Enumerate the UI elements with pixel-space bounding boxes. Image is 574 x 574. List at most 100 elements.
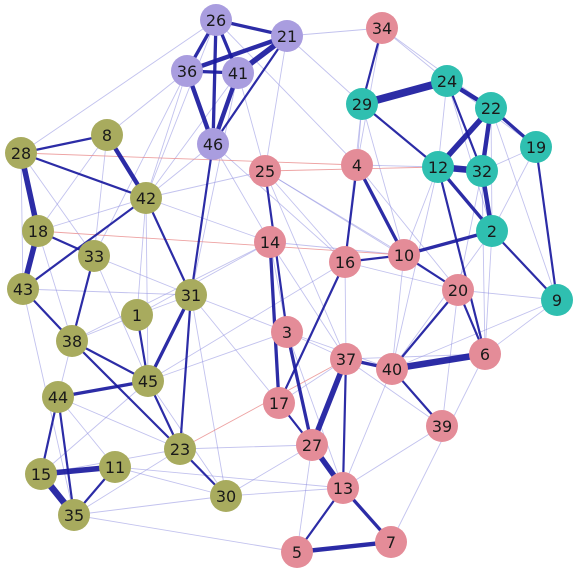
edge-37-13	[341, 357, 348, 490]
edge-15-45	[40, 380, 149, 475]
node-circle	[56, 325, 88, 357]
edge-11-30	[114, 466, 227, 497]
node-circle	[200, 4, 232, 36]
edge-35-23	[73, 448, 181, 516]
node-label: 42	[136, 189, 156, 208]
node-circle	[91, 119, 123, 151]
edge-35-30	[73, 495, 227, 516]
node-30: 30	[210, 480, 242, 512]
node-circle	[130, 182, 162, 214]
node-label: 26	[206, 11, 226, 30]
node-circle	[25, 458, 57, 490]
edge-31-23	[178, 293, 193, 451]
node-23: 23	[164, 433, 196, 465]
node-1: 1	[121, 299, 153, 331]
node-label: 17	[269, 394, 289, 413]
edge-43-31	[22, 288, 192, 296]
edge-26-28	[20, 19, 217, 154]
node-label: 20	[448, 281, 468, 300]
node-label: 25	[255, 162, 275, 181]
edge-45-3	[147, 331, 288, 382]
edge-35-5	[73, 514, 298, 553]
edge-21-29	[286, 35, 363, 105]
edge-28-43	[20, 152, 24, 290]
node-circle	[476, 215, 508, 247]
edge-45-16	[147, 261, 346, 382]
edge-29-10	[361, 103, 405, 256]
node-circle	[222, 57, 254, 89]
node-label: 14	[260, 233, 280, 252]
edge-21-46	[211, 34, 289, 146]
node-44: 44	[42, 381, 74, 413]
node-label: 15	[31, 465, 51, 484]
node-label: 9	[552, 291, 562, 310]
node-circle	[164, 433, 196, 465]
node-circle	[263, 387, 295, 419]
node-label: 28	[11, 144, 31, 163]
edge-30-27	[225, 444, 313, 497]
node-circle	[132, 365, 164, 397]
edge-42-45	[145, 197, 149, 382]
node-circle	[42, 381, 74, 413]
edge-36-42	[145, 70, 188, 199]
edge-16-37	[344, 261, 347, 360]
node-label: 35	[64, 506, 84, 525]
node-9: 9	[541, 284, 573, 316]
node-label: 23	[170, 440, 190, 459]
edge-41-31	[190, 72, 239, 296]
edge-42-1	[136, 197, 147, 316]
node-label: 31	[181, 286, 201, 305]
node-label: 44	[48, 388, 68, 407]
node-36: 36	[171, 55, 203, 87]
edge-3-13	[286, 331, 344, 489]
node-label: 4	[352, 156, 362, 175]
node-24: 24	[431, 65, 463, 97]
edge-9-20	[457, 289, 558, 301]
node-26: 26	[200, 4, 232, 36]
node-label: 21	[277, 27, 297, 46]
edge-44-23	[57, 396, 181, 450]
node-circle	[327, 472, 359, 504]
node-label: 11	[105, 458, 125, 477]
node-circle	[197, 128, 229, 160]
node-circle	[520, 131, 552, 163]
edge-11-13	[114, 466, 344, 489]
edge-24-32	[445, 79, 484, 173]
node-11: 11	[99, 451, 131, 483]
edge-31-3	[190, 294, 288, 333]
node-circle	[22, 215, 54, 247]
edge-39-13	[342, 425, 443, 489]
node-33: 33	[78, 240, 110, 272]
node-10: 10	[388, 239, 420, 271]
edge-42-25	[145, 170, 266, 199]
edge-25-16	[264, 170, 346, 263]
node-label: 22	[481, 99, 501, 118]
node-circle	[431, 65, 463, 97]
node-20: 20	[442, 274, 474, 306]
node-label: 32	[472, 162, 492, 181]
node-circle	[366, 12, 398, 44]
node-35: 35	[58, 499, 90, 531]
node-label: 33	[84, 247, 104, 266]
node-circle	[388, 239, 420, 271]
edge-18-38	[37, 230, 73, 342]
edge-42-14	[145, 197, 271, 243]
edge-2-40	[391, 230, 493, 370]
edge-40-13	[342, 368, 393, 489]
node-circle	[375, 526, 407, 558]
node-circle	[475, 92, 507, 124]
node-circle	[99, 451, 131, 483]
edge-44-35	[56, 395, 76, 517]
node-circle	[541, 284, 573, 316]
edge-27-5	[296, 444, 313, 553]
node-label: 12	[428, 158, 448, 177]
node-label: 36	[177, 62, 197, 81]
node-label: 13	[333, 479, 353, 498]
node-21: 21	[271, 20, 303, 52]
edge-46-31	[189, 142, 215, 297]
edge-36-33	[93, 70, 188, 257]
edge-20-40	[390, 288, 460, 371]
edge-21-36	[184, 33, 290, 74]
